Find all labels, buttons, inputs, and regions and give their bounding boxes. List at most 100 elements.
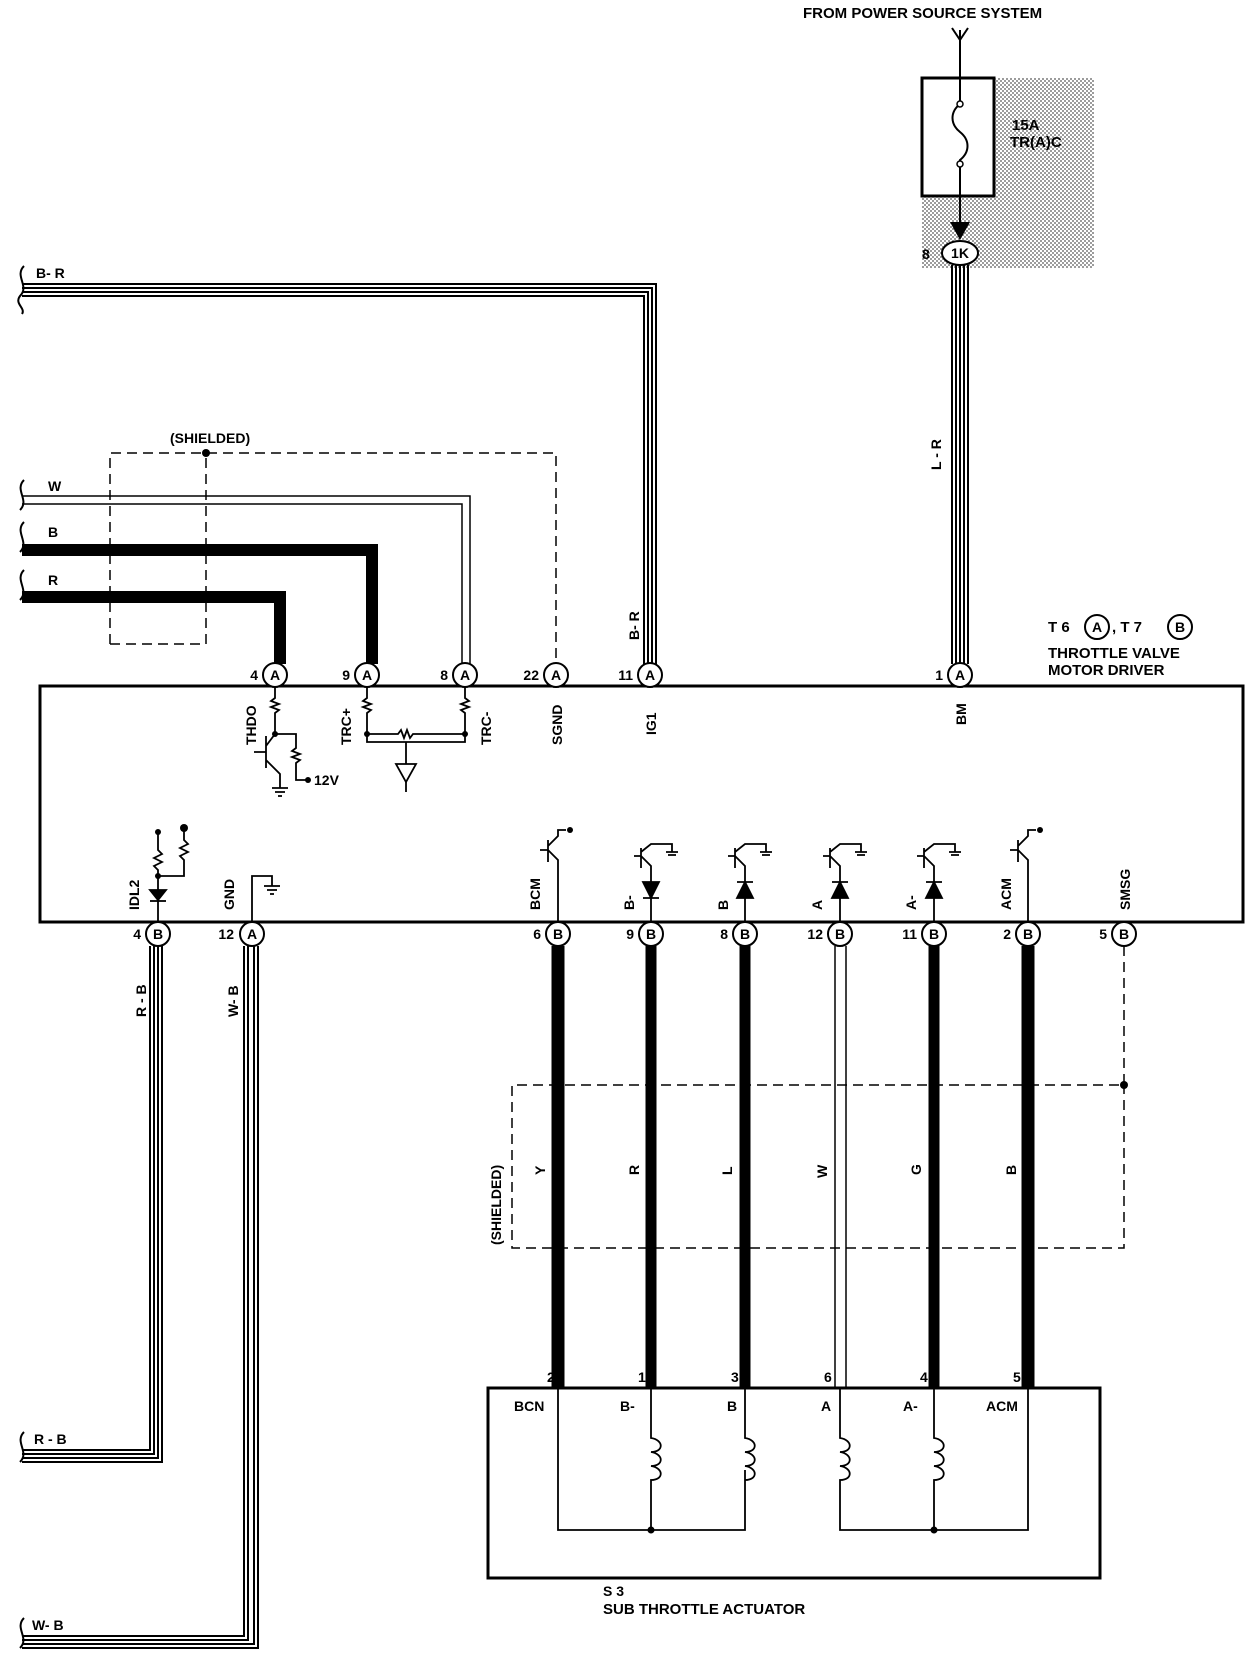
svg-text:A: A	[270, 667, 280, 683]
wire-break-icons	[17, 265, 25, 1649]
svg-text:B: B	[715, 900, 731, 910]
driver-name-line1: THROTTLE VALVE	[1048, 645, 1180, 662]
fuse-element-icon	[951, 78, 969, 230]
svg-text:B: B	[153, 926, 163, 942]
actuator-pin-label-b: B	[727, 1398, 737, 1414]
bottom-pin-bcm: B 6 BCM	[527, 878, 571, 947]
wire-color-br: B- R	[626, 611, 642, 640]
svg-text:4: 4	[133, 926, 141, 942]
internal-circuit-bottom	[148, 828, 280, 922]
transistor-diode-b-icon	[728, 843, 772, 922]
svg-text:2: 2	[1003, 926, 1011, 942]
wire-label-rb: R - B	[34, 1431, 67, 1447]
actuator-pin-num-6: 6	[824, 1369, 832, 1385]
wire-color-wb: W- B	[225, 985, 241, 1017]
svg-text:12: 12	[218, 926, 234, 942]
bottom-pin-gnd: A 12 GND	[218, 879, 265, 947]
svg-text:IDL2: IDL2	[126, 879, 142, 910]
svg-text:12: 12	[807, 926, 823, 942]
svg-text:B: B	[1119, 926, 1129, 942]
svg-text:IG1: IG1	[643, 712, 659, 735]
wire-color-lr: L - R	[928, 439, 944, 470]
shield-label-top: (SHIELDED)	[170, 430, 250, 446]
power-source-label: FROM POWER SOURCE SYSTEM	[803, 5, 1042, 22]
actuator-pin-label-acm: ACM	[986, 1398, 1018, 1414]
shield-label-bottom: (SHIELDED)	[488, 1165, 504, 1245]
svg-text:9: 9	[626, 926, 634, 942]
top-pin-trc-plus: A 9 TRC+	[338, 662, 380, 745]
shield-top	[109, 452, 557, 664]
svg-text:8: 8	[720, 926, 728, 942]
svg-text:1K: 1K	[951, 245, 969, 261]
svg-text:TRC+: TRC+	[338, 708, 354, 745]
top-pin-sgnd: A 22 SGND	[523, 662, 569, 745]
svg-text:A: A	[955, 667, 965, 683]
actuator-name: SUB THROTTLE ACTUATOR	[603, 1601, 805, 1618]
actuator-pin-num-3: 3	[731, 1369, 739, 1385]
svg-text:TRC-: TRC-	[478, 711, 494, 745]
transistor-diode-a-minus-icon	[917, 843, 961, 922]
wire-color-b: B	[1003, 1165, 1019, 1175]
svg-text:B: B	[553, 926, 563, 942]
wire-label-wb: W- B	[32, 1617, 64, 1633]
driver-connector-t7: , T 7	[1112, 619, 1142, 636]
actuator-pin-label-a-minus: A-	[903, 1398, 918, 1414]
transistor-diode-a-icon	[823, 843, 867, 922]
actuator-id: S 3	[603, 1583, 624, 1599]
transistor-acm-icon	[1010, 829, 1036, 922]
svg-text:B: B	[929, 926, 939, 942]
driver-connector-b: B	[1175, 619, 1185, 635]
wire-color-g: G	[908, 1164, 924, 1175]
wire-br	[22, 283, 657, 664]
fuse-name: TR(A)C	[1010, 134, 1062, 151]
bottom-pin-b-minus: B 9 B-	[621, 895, 664, 947]
svg-text:A: A	[362, 667, 372, 683]
svg-text:A: A	[460, 667, 470, 683]
bottom-pin-smsg: B 5 SMSG	[1099, 869, 1137, 947]
voltage-label: 12V	[314, 772, 340, 788]
wire-color-w: W	[814, 1164, 830, 1178]
transistor-bcm-icon	[540, 829, 566, 922]
fuse-rating: 15A	[1012, 117, 1040, 134]
svg-text:SGND: SGND	[549, 705, 565, 745]
actuator-pin-label-a: A	[821, 1398, 831, 1414]
shield-bottom	[511, 946, 1125, 1249]
fuse-box	[920, 76, 996, 198]
wire-wb	[22, 946, 259, 1649]
junction-pin: 8	[922, 246, 930, 262]
wire-color-rb: R - B	[133, 984, 149, 1017]
svg-text:11: 11	[902, 926, 917, 942]
wire-label-r: R	[48, 572, 58, 588]
wire-lr	[951, 265, 969, 664]
svg-text:ACM: ACM	[998, 878, 1014, 910]
power-arrow-icon	[951, 27, 969, 78]
wire-color-y: Y	[532, 1165, 548, 1175]
bottom-pin-a: B 12 A	[807, 900, 853, 947]
svg-text:THDO: THDO	[243, 705, 259, 745]
svg-text:9: 9	[342, 667, 350, 683]
driver-connector-a: A	[1092, 619, 1102, 635]
svg-text:6: 6	[533, 926, 541, 942]
svg-text:A: A	[551, 667, 561, 683]
svg-text:BCM: BCM	[527, 878, 543, 910]
actuator-pin-num-1: 1	[638, 1369, 646, 1385]
wire-w-bottom	[834, 946, 847, 1388]
svg-text:SMSG: SMSG	[1117, 869, 1133, 910]
wire-label-br: B- R	[36, 265, 65, 281]
wire-color-l: L	[719, 1166, 735, 1175]
bottom-pin-b: B 8 B	[715, 900, 758, 947]
svg-text:A-: A-	[903, 895, 919, 910]
bottom-pin-acm: B 2 ACM	[998, 878, 1041, 947]
actuator-pin-label-bcn: BCN	[514, 1398, 544, 1414]
wire-w	[22, 495, 471, 664]
svg-text:4: 4	[250, 667, 258, 683]
bottom-pin-a-minus: B 11 A-	[902, 895, 947, 947]
actuator-box	[486, 1386, 1102, 1580]
wire-color-r: R	[626, 1165, 642, 1175]
svg-text:1: 1	[935, 667, 943, 683]
wire-r	[22, 591, 286, 664]
top-pin-thdo: A 4 THDO	[243, 662, 288, 745]
bottom-pin-idl2: B 4 IDL2	[126, 879, 171, 947]
svg-text:5: 5	[1099, 926, 1107, 942]
